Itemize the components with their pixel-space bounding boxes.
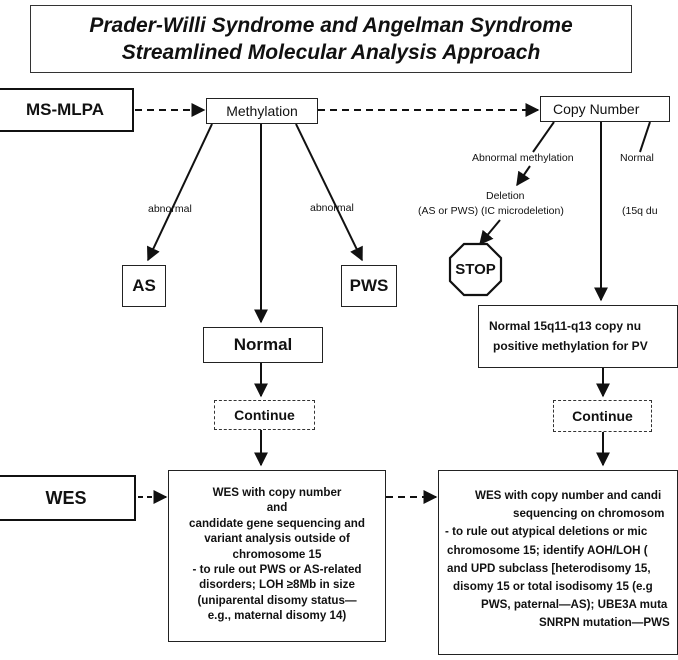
wes-right-line: disomy 15 or total isodisomy 15 (e.g bbox=[453, 580, 653, 594]
edge-label-abnormal-right: abnormal bbox=[310, 202, 354, 214]
wes-left-line: variant analysis outside of bbox=[204, 532, 350, 546]
ms-mlpa-box: MS-MLPA bbox=[0, 88, 134, 132]
normal-box: Normal bbox=[203, 327, 323, 363]
wes-left-line: e.g., maternal disomy 14) bbox=[207, 609, 347, 623]
copy-number-label: Copy Number bbox=[553, 101, 640, 117]
continue-label-left: Continue bbox=[234, 407, 295, 423]
title-line-2: Streamlined Molecular Analysis Approach bbox=[121, 41, 541, 64]
stop-sign: STOP bbox=[448, 242, 503, 297]
arrow-deletion-to-stop bbox=[479, 219, 501, 246]
arrow-methylation-to-pws bbox=[295, 123, 363, 262]
wes-box: WES bbox=[0, 475, 136, 521]
wes-left-line: and bbox=[266, 501, 288, 515]
edge-label-abnormal-left: abnormal bbox=[148, 203, 192, 215]
diagram-title-box: Prader-Willi Syndrome and Angelman Syndr… bbox=[30, 5, 632, 73]
as-box: AS bbox=[122, 265, 166, 307]
wes-left-line: (uniparental disomy status— bbox=[197, 593, 357, 607]
continue-box-right: Continue bbox=[553, 400, 652, 432]
normal-copy-line-1: Normal 15q11-q13 copy nu bbox=[489, 319, 642, 333]
normal-label: Normal bbox=[233, 335, 293, 354]
wes-left-line: chromosome 15 bbox=[232, 547, 322, 561]
wes-left-line: disorders; LOH ≥8Mb in size bbox=[199, 578, 355, 592]
normal-copy-line-2: positive methylation for PV bbox=[493, 339, 648, 353]
methylation-label: Methylation bbox=[226, 103, 298, 119]
wes-right-line: sequencing on chromosom bbox=[513, 507, 665, 521]
arrow-methylation-to-as bbox=[147, 123, 213, 262]
wes-label: WES bbox=[45, 487, 87, 508]
wes-left-line: WES with copy number bbox=[212, 486, 342, 499]
stop-label: STOP bbox=[455, 261, 496, 278]
edge-label-duplication: (15q du bbox=[622, 205, 658, 217]
wes-left-text: WES with copy number and candidate gene … bbox=[169, 485, 385, 624]
edge-label-deletion-detail: (AS or PWS) (IC microdeletion) bbox=[418, 205, 564, 217]
copy-number-box: Copy Number bbox=[540, 96, 670, 122]
title-line-1: Prader-Willi Syndrome and Angelman Syndr… bbox=[89, 14, 573, 37]
normal-copy-number-box: Normal 15q11-q13 copy nu positive methyl… bbox=[478, 305, 678, 368]
continue-box-left: Continue bbox=[214, 400, 315, 430]
branch-copynumber-abnormal bbox=[532, 121, 555, 153]
wes-right-line: chromosome 15; identify AOH/LOH ( bbox=[447, 543, 648, 557]
wes-left-line: candidate gene sequencing and bbox=[189, 516, 365, 530]
wes-right-line: - to rule out atypical deletions or mic bbox=[445, 525, 648, 539]
wes-left-line: - to rule out PWS or AS-related bbox=[192, 563, 362, 577]
pws-box: PWS bbox=[341, 265, 397, 307]
methylation-box: Methylation bbox=[206, 98, 318, 124]
wes-right-line: and UPD subclass [heterodisomy 15, bbox=[447, 561, 651, 575]
wes-right-line: WES with copy number and candi bbox=[475, 489, 662, 502]
wes-right-detail-box: WES with copy number and candi sequencin… bbox=[438, 470, 678, 655]
edge-label-abnormal-methylation: Abnormal methylation bbox=[472, 152, 574, 164]
connector-layer bbox=[135, 103, 651, 504]
as-label: AS bbox=[132, 276, 156, 295]
arrow-abnormal-to-deletion bbox=[516, 165, 531, 187]
branch-copynumber-normal bbox=[639, 121, 651, 153]
continue-label-right: Continue bbox=[572, 408, 633, 424]
wes-right-line: SNRPN mutation—PWS bbox=[539, 616, 670, 630]
pws-label: PWS bbox=[349, 276, 389, 295]
wes-left-detail-box: WES with copy number and candidate gene … bbox=[168, 470, 386, 642]
edge-label-normal-right: Normal bbox=[620, 152, 654, 164]
stop-octagon-icon bbox=[448, 242, 503, 297]
wes-right-line: PWS, paternal—AS); UBE3A muta bbox=[481, 598, 668, 612]
ms-mlpa-label: MS-MLPA bbox=[25, 100, 105, 119]
wes-right-text: WES with copy number and candi sequencin… bbox=[439, 487, 677, 633]
edge-label-deletion: Deletion bbox=[486, 190, 525, 202]
